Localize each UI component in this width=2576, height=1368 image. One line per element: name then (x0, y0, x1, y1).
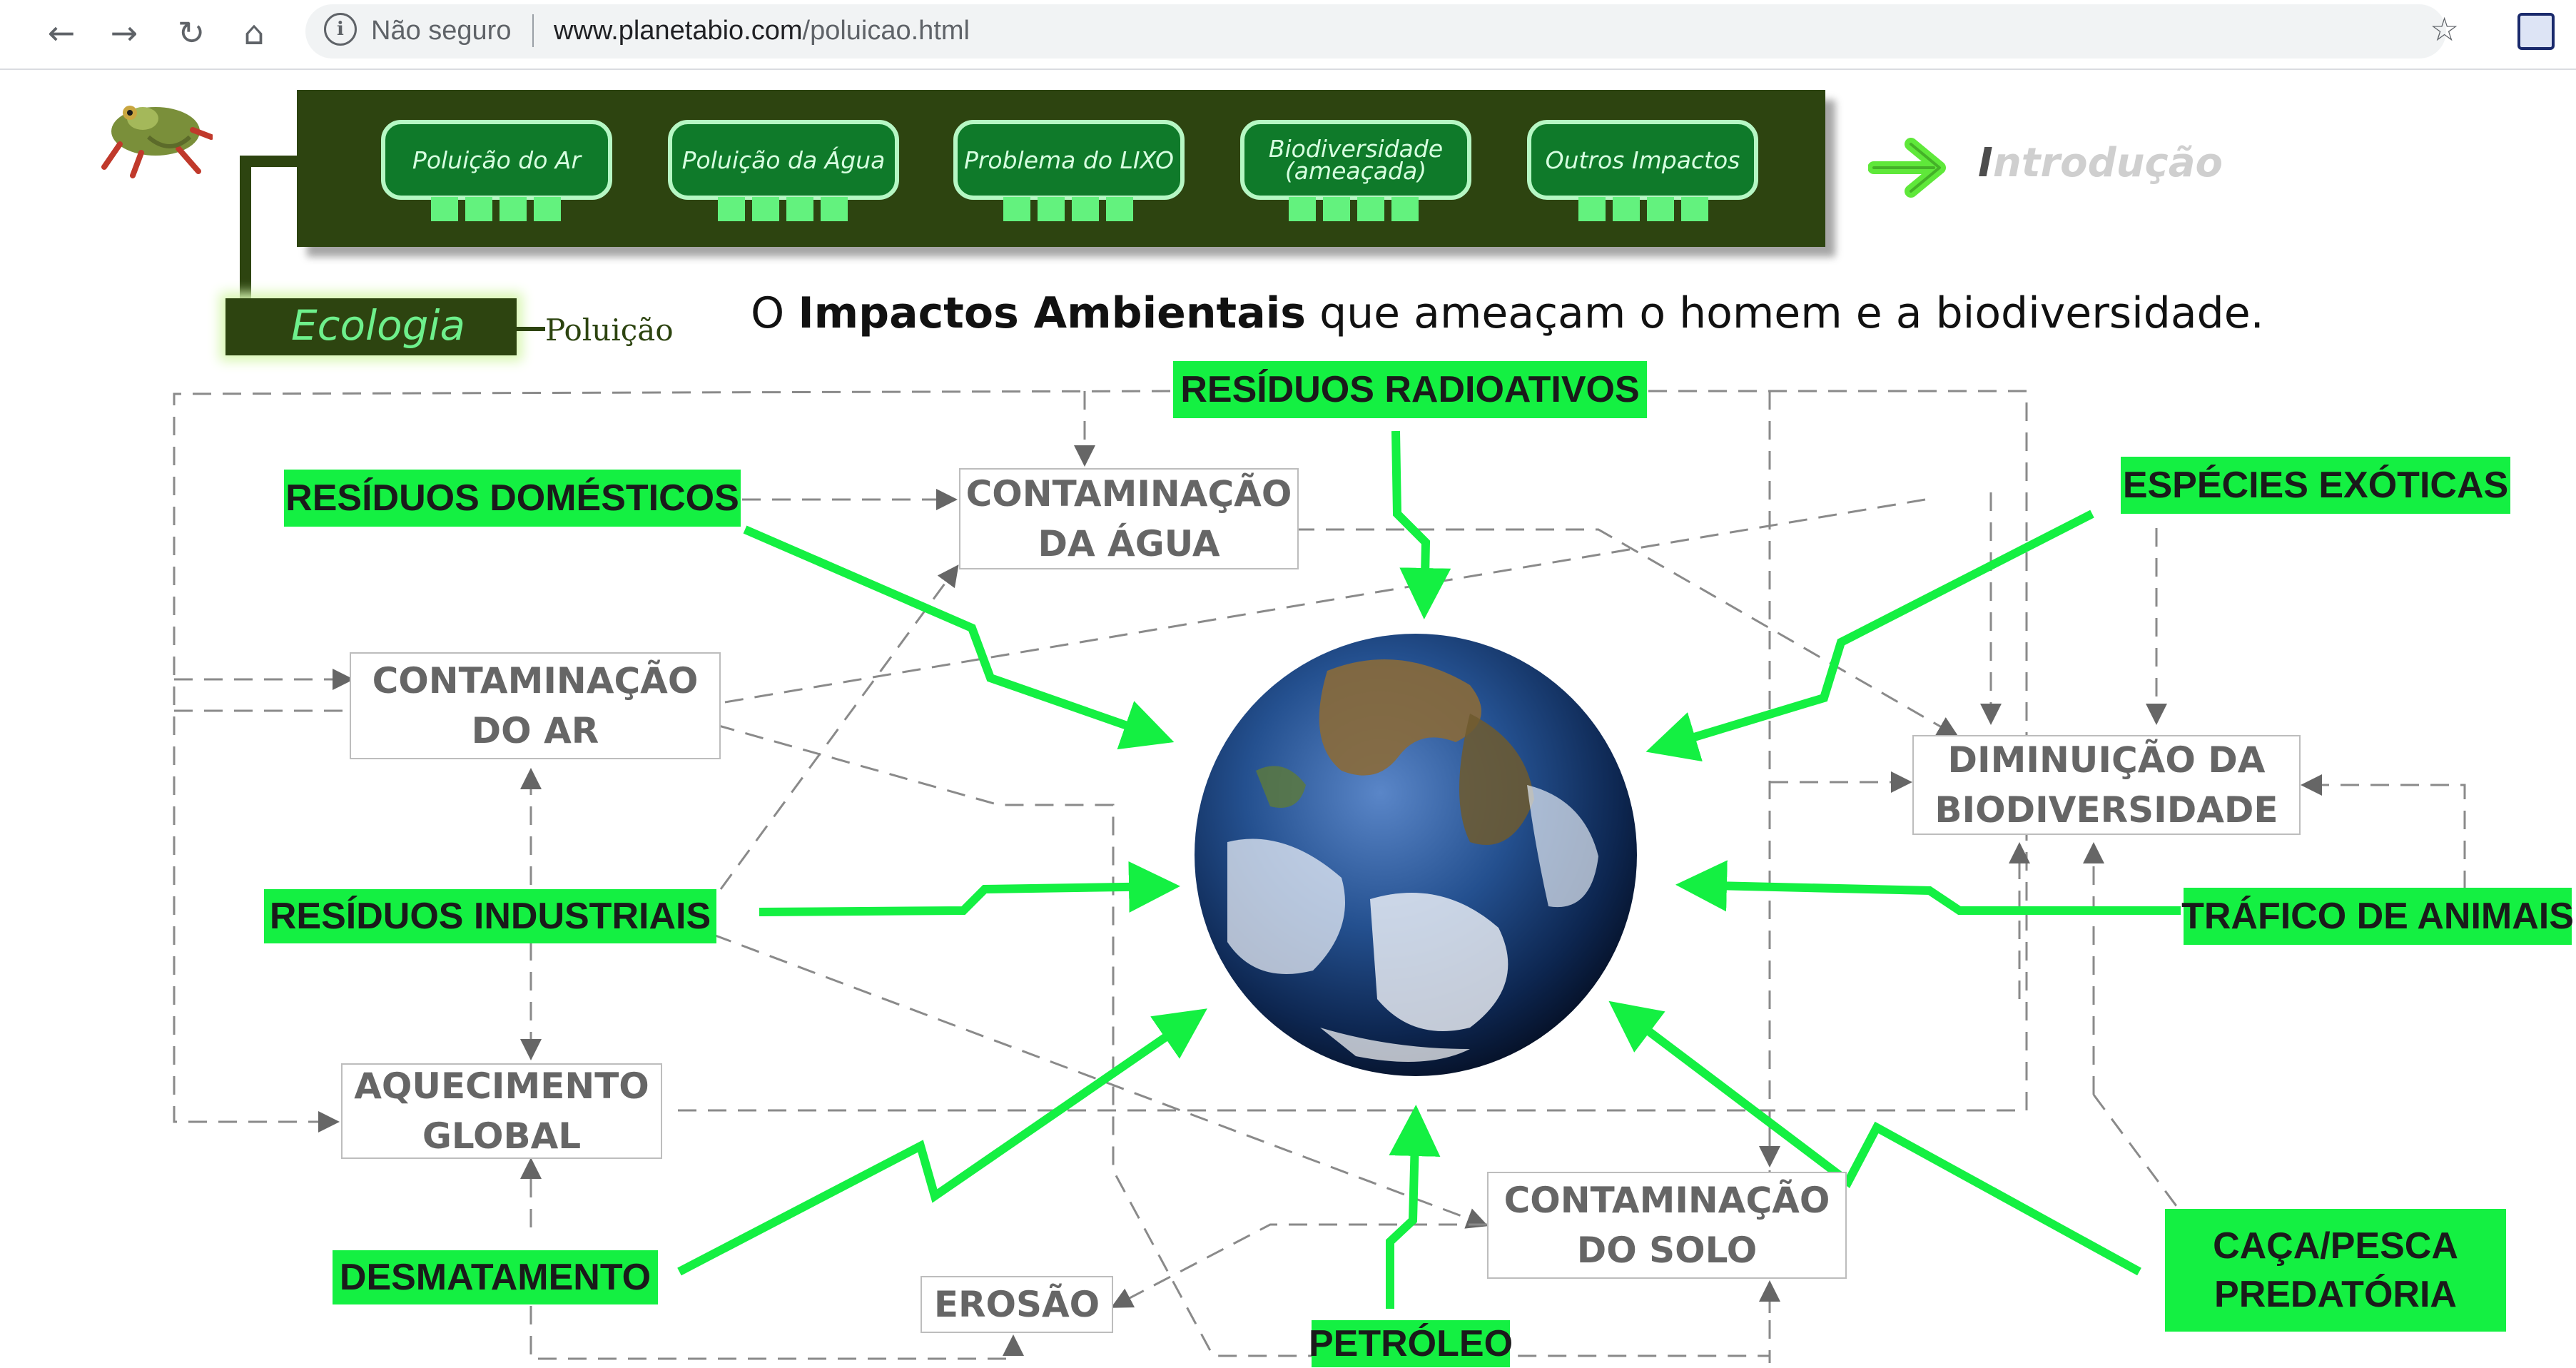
earth-globe-icon (1195, 634, 1637, 1076)
back-icon[interactable]: ← (47, 14, 76, 52)
home-icon[interactable]: ⌂ (243, 14, 265, 52)
effect-diminuicao-biodiversidade: DIMINUIÇÃO DA BIODIVERSIDADE (1912, 735, 2301, 835)
nav-poluicao-agua-dots (718, 197, 848, 221)
address-separator (532, 14, 534, 47)
nav-poluicao-ar-dots (431, 197, 561, 221)
top-navigation-banner: Poluição do Ar Poluição da Água Problema… (297, 90, 1825, 247)
poluicao-connector (517, 327, 545, 331)
url-path: /poluicao.html (802, 16, 970, 46)
headline-bold: Impactos Ambientais (798, 288, 1306, 338)
nav-outros-impactos-dots (1578, 197, 1708, 221)
cause-residuos-domesticos: RESÍDUOS DOMÉSTICOS (284, 470, 741, 527)
security-label[interactable]: Não seguro (371, 16, 512, 46)
reload-icon[interactable]: ↻ (177, 14, 206, 52)
dashed-connectors (173, 390, 2466, 1363)
nav-biodiversidade-dots (1289, 197, 1419, 221)
address-bar[interactable]: i Não seguro www.planetabio.com/poluicao… (305, 4, 2446, 59)
page-title: O Impactos Ambientais que ameaçam o home… (751, 288, 2264, 338)
headline-suffix: que ameaçam o homem e a biodiversidade. (1306, 288, 2264, 338)
intro-first-letter: I (1978, 140, 1993, 186)
intro-rest: ntrodução (1992, 140, 2223, 186)
nav-outros-impactos[interactable]: Outros Impactos (1527, 120, 1758, 200)
cause-especies-exoticas: ESPÉCIES EXÓTICAS (2121, 457, 2510, 514)
effect-contaminacao-agua: CONTAMINAÇÃO DA ÁGUA (959, 468, 1299, 569)
cause-petroleo: PETRÓLEO (1309, 1320, 1513, 1367)
effect-aquecimento-global: AQUECIMENTO GLOBAL (341, 1063, 662, 1159)
cause-caca-pesca-predatoria: CAÇA/PESCA PREDATÓRIA (2165, 1209, 2506, 1332)
forward-icon[interactable]: → (110, 14, 138, 52)
nav-poluicao-agua[interactable]: Poluição da Água (668, 120, 899, 200)
green-impact-arrows (677, 430, 2181, 1309)
nav-biodiversidade[interactable]: Biodiversidade (ameaçada) (1240, 120, 1471, 200)
nav-problema-lixo[interactable]: Problema do LIXO (953, 120, 1185, 200)
info-icon[interactable]: i (324, 13, 357, 46)
intro-link[interactable]: Introdução (1978, 140, 2223, 186)
ecologia-connector (240, 156, 317, 314)
bookmark-star-icon[interactable]: ☆ (2430, 10, 2460, 49)
effect-contaminacao-ar: CONTAMINAÇÃO DO AR (350, 652, 721, 759)
cause-trafico-animais: TRÁFICO DE ANIMAIS (2181, 888, 2574, 945)
cause-desmatamento: DESMATAMENTO (333, 1250, 658, 1304)
url-text[interactable]: www.planetabio.com/poluicao.html (554, 16, 970, 46)
effect-contaminacao-solo: CONTAMINAÇÃO DO SOLO (1487, 1172, 1847, 1279)
cause-residuos-radioativos: RESÍDUOS RADIOATIVOS (1173, 361, 1647, 418)
poluicao-link[interactable]: Poluição (545, 313, 674, 348)
nav-poluicao-ar[interactable]: Poluição do Ar (381, 120, 612, 200)
browser-toolbar: ← → ↻ ⌂ i Não seguro www.planetabio.com/… (0, 0, 2576, 70)
ecologia-box[interactable] (225, 298, 517, 355)
ecologia-link[interactable]: Ecologia (291, 301, 466, 350)
extension-icon[interactable] (2517, 13, 2555, 50)
frog-logo-icon[interactable] (98, 87, 213, 180)
effect-erosao: EROSÃO (921, 1276, 1113, 1333)
cause-residuos-industriais: RESÍDUOS INDUSTRIAIS (264, 889, 716, 943)
url-host: www.planetabio.com (554, 16, 803, 46)
nav-problema-lixo-dots (1003, 197, 1133, 221)
arrow-right-icon (1868, 138, 1946, 198)
headline-prefix: O (751, 288, 798, 338)
